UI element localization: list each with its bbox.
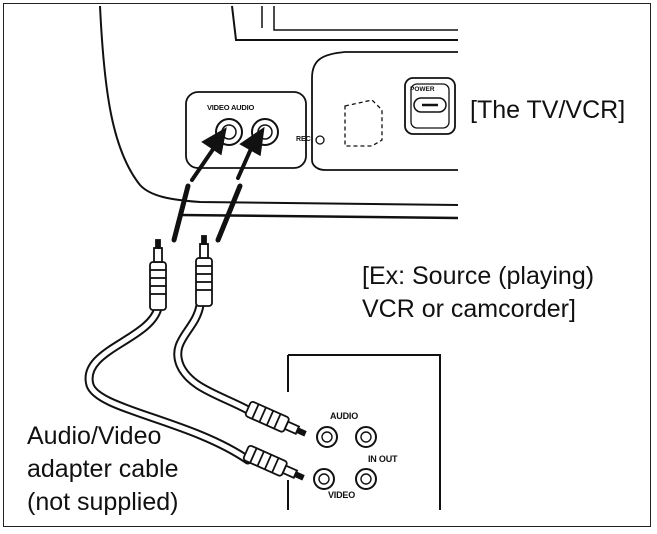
tv-jack-label: VIDEO AUDIO [207,103,255,112]
rca-plug-video [242,444,305,481]
cable-caption-line2: adapter cable [27,455,179,483]
insert-arrows [190,126,265,182]
side-rca-plugs [242,400,307,481]
cable-leads [171,183,243,243]
tv-caption: [The TV/VCR] [470,96,626,124]
tv-video-jack [215,118,243,146]
source-device [287,354,441,510]
rca-plug-right [195,235,213,307]
cable-caption-line3: (not supplied) [27,488,179,516]
source-video-in-jack [313,468,335,490]
power-label: POWER [410,86,435,93]
rec-indicator [315,135,325,145]
av-cable [84,300,253,465]
cable-caption-line1: Audio/Video [27,422,162,450]
top-rca-plugs [149,235,213,311]
tv-vcr-unit [99,5,459,220]
source-audio-in-jack [316,426,338,448]
rca-plug-left [149,239,167,311]
source-caption-line2: VCR or camcorder] [362,295,576,323]
tv-audio-jack [251,118,279,146]
source-jacks [313,426,377,490]
source-audio-out-jack [355,426,377,448]
diagram-frame [3,3,651,527]
rca-plug-audio [244,400,307,437]
source-audio-label: AUDIO [330,411,358,421]
source-caption-line1: [Ex: Source (playing) [362,262,595,290]
source-video-out-jack [355,468,377,490]
source-inout-label: IN OUT [368,454,398,464]
source-video-label: VIDEO [328,490,356,500]
rec-label: REC [296,136,311,143]
